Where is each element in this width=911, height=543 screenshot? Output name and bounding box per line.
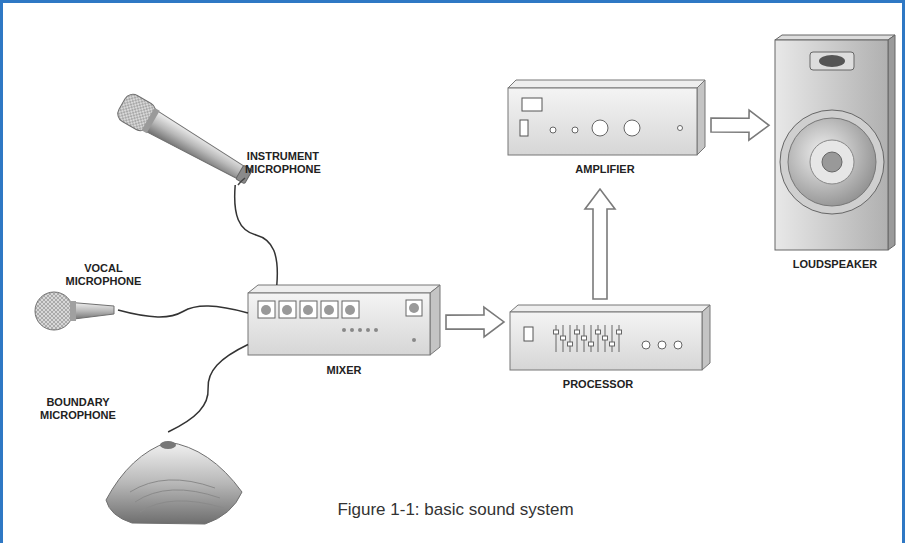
device-label: BOUNDARY MICROPHONE (31, 396, 126, 422)
signal-arrow (585, 189, 615, 299)
processor-unit: PROCESSOR (510, 305, 710, 370)
mic-cable (168, 345, 248, 433)
signal-arrow (711, 110, 769, 140)
loudspeaker-drawing (775, 35, 895, 250)
device-label: INSTRUMENT MICROPHONE (245, 150, 321, 176)
instrument-mic: INSTRUMENT MICROPHONE (105, 85, 245, 185)
device-label: LOUDSPEAKER (793, 258, 877, 271)
device-label: MIXER (327, 364, 362, 377)
boundary-mic-drawing (106, 441, 242, 524)
device-label: VOCAL MICROPHONE (66, 262, 142, 288)
boundary-mic: BOUNDARY MICROPHONE (100, 432, 245, 525)
mixer-unit: MIXER (248, 285, 440, 355)
instrument-mic-drawing (115, 91, 256, 190)
mic-cable (118, 306, 248, 317)
loudspeaker-unit: LOUDSPEAKER (775, 35, 895, 250)
amplifier-unit: AMPLIFIER (508, 80, 705, 155)
processor-drawing (510, 305, 710, 370)
vocal-mic-drawing (35, 292, 114, 330)
vocal-mic: VOCAL MICROPHONE (33, 288, 118, 332)
mixer-drawing (248, 285, 440, 355)
mic-cable (235, 185, 278, 285)
device-label: PROCESSOR (563, 378, 633, 391)
figure-caption: Figure 1-1: basic sound system (0, 500, 911, 520)
device-label: AMPLIFIER (575, 163, 634, 176)
signal-arrow (446, 307, 504, 337)
amplifier-drawing (508, 80, 705, 155)
